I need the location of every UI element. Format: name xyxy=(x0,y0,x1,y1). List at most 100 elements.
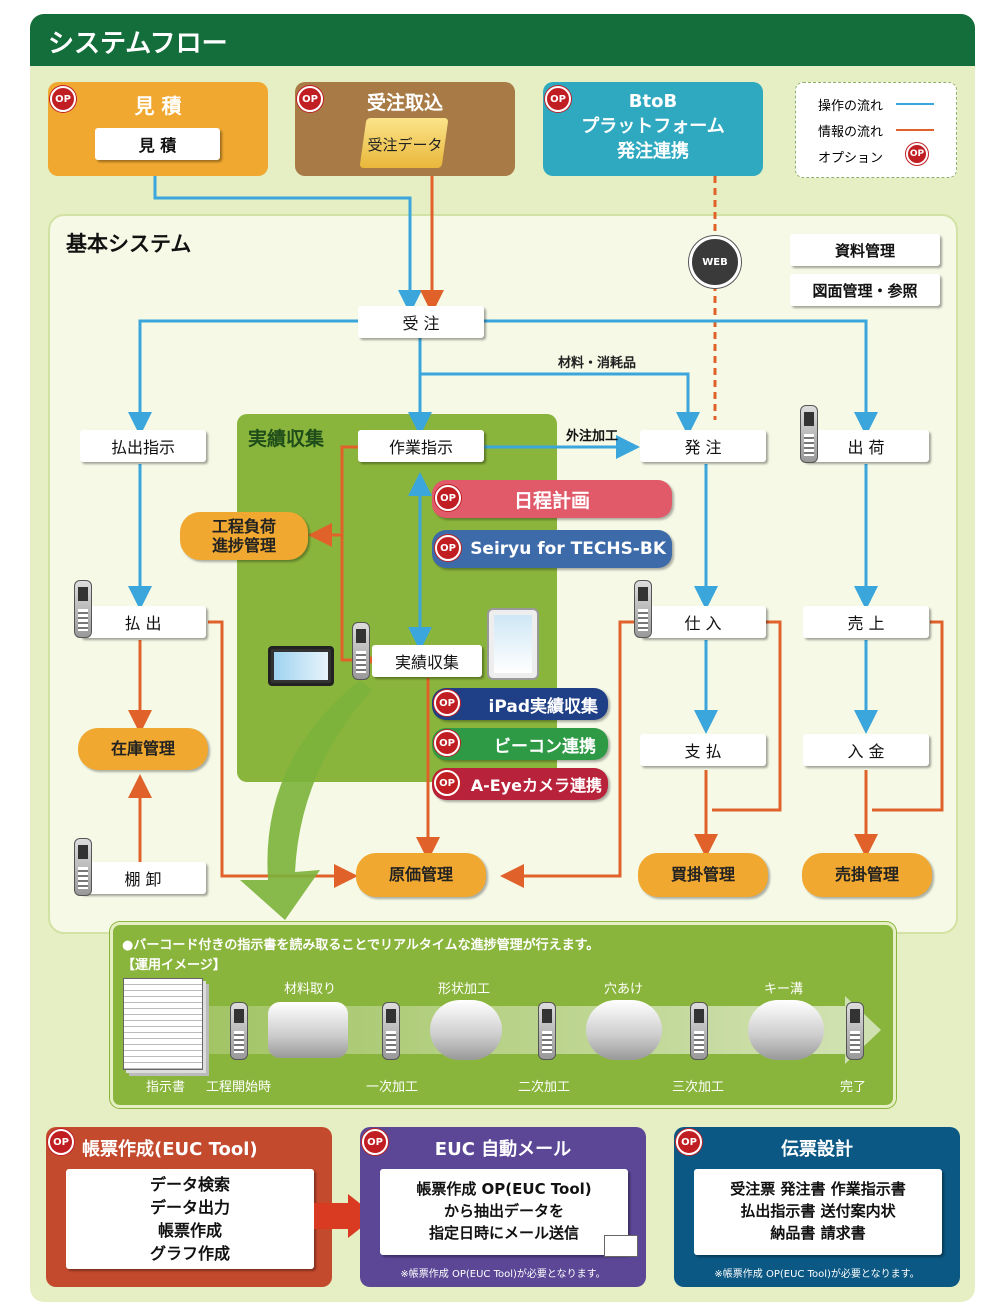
juchu-torikomi-panel: OP 受注取込 受注データ xyxy=(295,82,515,176)
denpyo-line: 納品書 請求書 xyxy=(770,1223,866,1242)
node-haraidashi-shiji: 払出指示 xyxy=(80,430,206,462)
shiryo-kanri: 資料管理 xyxy=(790,234,940,266)
node-haraidashi: 払 出 xyxy=(80,606,206,638)
euc-mail-note: ※帳票作成 OP(EUC Tool)が必要となります。 xyxy=(400,1269,606,1280)
scanner-icon xyxy=(74,838,92,896)
legend-info-arrow xyxy=(896,129,934,131)
kihon-system-title: 基本システム xyxy=(66,232,192,256)
zairyo-cylinder xyxy=(268,1002,348,1058)
node-zaiko: 在庫管理 xyxy=(78,728,208,770)
scanner-icon xyxy=(230,1002,248,1060)
option-label: iPad実績収集 xyxy=(488,696,598,717)
mitsumori-box: 見 積 xyxy=(95,128,220,160)
node-hatchu: 発 注 xyxy=(640,430,766,462)
scanner-icon xyxy=(382,1002,400,1060)
node-shiharai: 支 払 xyxy=(640,734,766,766)
unyo-sub: 【運用イメージ】 xyxy=(122,958,226,973)
mail-icon xyxy=(604,1235,638,1257)
option-label: A-Eyeカメラ連携 xyxy=(470,776,602,795)
euc-tool-box: データ検索 データ出力 帳票作成 グラフ作成 xyxy=(66,1169,314,1269)
scanner-icon xyxy=(800,405,818,463)
euc-tool-item: データ出力 xyxy=(149,1197,230,1217)
op-badge: OP xyxy=(362,1129,388,1155)
node-jisseki: 実績収集 xyxy=(372,645,482,677)
zumen-kanri: 図面管理・参照 xyxy=(790,274,940,306)
juchu-data-label: 受注データ xyxy=(367,136,443,154)
top-label: 材料取り xyxy=(284,982,337,997)
euc-mail-box: 帳票作成 OP(EUC Tool) から抽出データを 指定日時にメール送信 xyxy=(380,1169,628,1255)
unyo-desc: ●バーコード付きの指示書を読み取ることでリアルタイムな進捗管理が行えます。 xyxy=(122,938,600,953)
header-bar: システムフロー xyxy=(30,14,975,66)
scanner-icon xyxy=(352,622,370,680)
node-nyukin: 入 金 xyxy=(803,734,929,766)
euc-tool-item: データ検索 xyxy=(149,1174,230,1194)
red-arrow-icon xyxy=(314,1203,350,1229)
scanner-icon xyxy=(690,1002,708,1060)
op-badge: OP xyxy=(434,770,460,796)
node-koutei: 工程負荷 進捗管理 xyxy=(180,512,308,560)
scanner-icon xyxy=(634,580,652,638)
op-badge: OP xyxy=(676,1129,702,1155)
scanner-icon xyxy=(846,1002,864,1060)
option-ipad: OP iPad実績収集 xyxy=(432,688,608,720)
bottom-label: 一次加工 xyxy=(366,1080,419,1095)
web-globe-icon: WEB xyxy=(689,236,741,288)
euc-tool-item: 帳票作成 xyxy=(157,1221,222,1240)
legend-op-badge: OP xyxy=(906,143,928,165)
label-zairyo: 材料・消耗品 xyxy=(558,356,637,371)
denpyo-line: 受注票 発注書 作業指示書 xyxy=(730,1180,906,1199)
op-badge: OP xyxy=(50,86,76,112)
op-badge: OP xyxy=(48,1129,74,1155)
euc-tool-title: 帳票作成(EUC Tool) xyxy=(82,1139,258,1160)
euc-mail-line: から抽出データを xyxy=(443,1202,564,1221)
denpyo-panel: OP 伝票設計 受注票 発注書 作業指示書 払出指示書 送付案内状 納品書 請求… xyxy=(674,1127,960,1287)
op-badge: OP xyxy=(434,690,460,716)
scanner-icon xyxy=(538,1002,556,1060)
bottom-label: 指示書 xyxy=(146,1080,186,1095)
op-badge: OP xyxy=(434,730,460,756)
legend-option: オプション xyxy=(818,151,884,166)
node-juchu: 受 注 xyxy=(358,306,484,338)
node-kaikake: 買掛管理 xyxy=(638,853,768,897)
ana-cylinder xyxy=(586,1000,662,1060)
jisseki-area-title: 実績収集 xyxy=(248,428,325,450)
page-title: システムフロー xyxy=(48,29,228,59)
node-shukka: 出 荷 xyxy=(803,430,929,462)
euc-mail-line: 帳票作成 OP(EUC Tool) xyxy=(416,1180,592,1199)
node-uriage: 売 上 xyxy=(803,606,929,638)
op-badge: OP xyxy=(435,535,461,561)
denpyo-box: 受注票 発注書 作業指示書 払出指示書 送付案内状 納品書 請求書 xyxy=(694,1169,942,1255)
bottom-label: 三次加工 xyxy=(672,1080,725,1095)
op-badge: OP xyxy=(435,485,461,511)
option-label: 日程計画 xyxy=(513,489,590,512)
bottom-label: 完了 xyxy=(840,1080,867,1095)
denpyo-note: ※帳票作成 OP(EUC Tool)が必要となります。 xyxy=(714,1269,920,1280)
ipad-icon xyxy=(487,608,539,680)
node-shiire: 仕 入 xyxy=(640,606,766,638)
juchu-torikomi-title: 受注取込 xyxy=(366,92,443,114)
top-label: キー溝 xyxy=(764,982,804,997)
node-urikake: 売掛管理 xyxy=(802,853,932,897)
scanner-icon xyxy=(74,580,92,638)
bottom-label: 二次加工 xyxy=(518,1080,571,1095)
denpyo-title: 伝票設計 xyxy=(781,1139,853,1160)
legend-info-flow: 情報の流れ xyxy=(818,125,884,140)
node-sagyo-shiji: 作業指示 xyxy=(358,430,484,462)
jisseki-area xyxy=(237,414,557,782)
euc-mail-line: 指定日時にメール送信 xyxy=(428,1223,579,1242)
top-label: 穴あけ xyxy=(604,982,644,997)
euc-tool-panel: OP 帳票作成(EUC Tool) データ検索 データ出力 帳票作成 グラフ作成 xyxy=(46,1127,332,1287)
node-genka: 原価管理 xyxy=(356,853,486,897)
btob-line1: BtoB xyxy=(628,91,678,112)
option-aeye: OP A-Eyeカメラ連携 xyxy=(432,768,608,800)
btob-line2: プラットフォーム xyxy=(581,116,725,137)
legend-op-arrow xyxy=(896,103,934,105)
denpyo-line: 払出指示書 送付案内状 xyxy=(740,1202,896,1221)
legend-op-flow: 操作の流れ xyxy=(818,99,884,114)
shijisho-icon xyxy=(123,978,203,1070)
keijo-cylinder xyxy=(430,1000,502,1060)
euc-mail-title: EUC 自動メール xyxy=(434,1139,572,1160)
web-label: WEB xyxy=(702,256,728,268)
option-nittei: OP 日程計画 xyxy=(432,480,672,518)
